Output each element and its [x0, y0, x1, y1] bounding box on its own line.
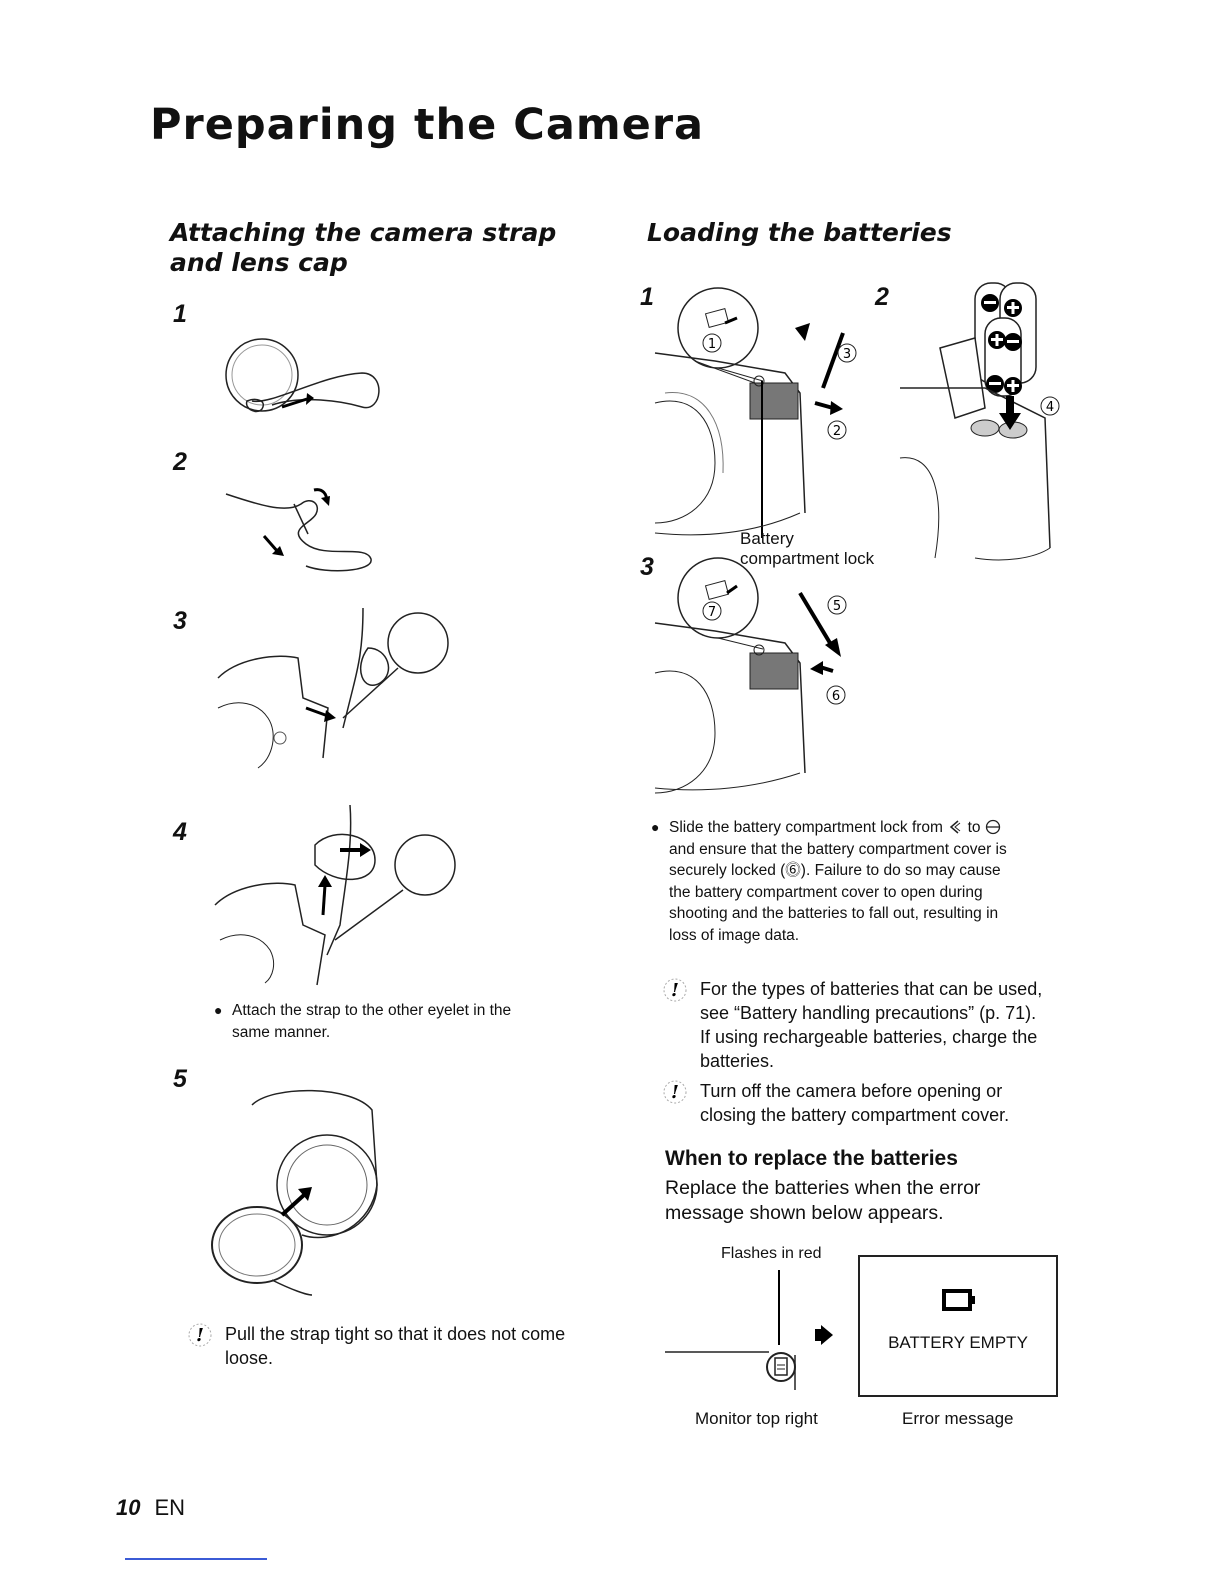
note2-line1: Turn off the camera before opening or	[700, 1081, 1003, 1101]
strap-step-1-number: 1	[173, 300, 187, 328]
svg-text:!: !	[671, 1082, 679, 1103]
strap-step-3-number: 3	[173, 607, 187, 635]
camera-strap-threaded-illustration	[214, 804, 456, 986]
battery-step-3-number: 3	[640, 553, 654, 581]
battery-insert-illustration: 4	[899, 282, 1060, 561]
page-footer: 10 EN	[116, 1495, 185, 1521]
monitor-top-right-label: Monitor top right	[695, 1409, 818, 1428]
replace-heading: When to replace the batteries	[665, 1147, 958, 1170]
monitor-battery-indicator-diagram	[665, 1270, 833, 1390]
flashes-in-red-label: Flashes in red	[721, 1245, 822, 1262]
replace-text-line1: Replace the batteries when the error	[665, 1177, 981, 1199]
circled-number-6: 6	[832, 689, 840, 704]
note1-line3: If using rechargeable batteries, charge …	[700, 1027, 1038, 1047]
note1-line1: For the types of batteries that can be u…	[700, 979, 1043, 999]
strap-note-line1: Pull the strap tight so that it does not…	[225, 1324, 566, 1344]
step4-bullet: ● Attach the strap to the other eyelet i…	[214, 1000, 512, 1043]
strap-loop-illustration	[225, 488, 372, 572]
error-message-box: BATTERY EMPTY	[858, 1255, 1058, 1397]
battery-close-illustration: 7 5 6	[654, 557, 847, 794]
battery-note-2: ! Turn off the camera before opening or …	[663, 1079, 1010, 1127]
error-message-label: Error message	[902, 1409, 1014, 1428]
arrow-right-icon	[821, 1325, 833, 1345]
svg-text:!: !	[196, 1325, 204, 1346]
battery-bullet-line5: shooting and the batteries to fall out, …	[669, 905, 999, 922]
replace-text-line2: message shown below appears.	[665, 1202, 944, 1224]
strap-note: ! Pull the strap tight so that it does n…	[188, 1322, 566, 1370]
note1-line4: batteries.	[700, 1051, 775, 1071]
circled-number-7: 7	[708, 605, 716, 620]
strap-section-heading: Attaching the camera strap and lens cap	[170, 218, 556, 278]
battery-bullet-line2: and ensure that the battery compartment …	[669, 840, 1007, 858]
bullet-dot-icon: ●	[214, 1002, 223, 1018]
replace-text: Replace the batteries when the error mes…	[665, 1176, 980, 1226]
callout-line2: compartment lock	[740, 549, 875, 568]
strap-heading-line1: Attaching the camera strap	[170, 218, 557, 247]
note2-line2: closing the battery compartment cover.	[700, 1105, 1010, 1125]
caution-icon: !	[188, 1323, 212, 1347]
strap-step-5-number: 5	[173, 1065, 187, 1093]
battery-bullet-line1: Slide the battery compartment lock from …	[669, 817, 1059, 839]
caution-icon: !	[663, 978, 687, 1002]
circled-number-1: 1	[708, 337, 716, 352]
battery-lock-callout: Battery compartment lock	[740, 529, 874, 569]
step4-bullet-line2: same manner.	[232, 1023, 331, 1041]
bullet-dot-icon: ●	[651, 819, 660, 835]
circled-number-5: 5	[833, 599, 841, 614]
circled-number-2: 2	[833, 424, 841, 439]
svg-text:!: !	[671, 980, 679, 1001]
battery-bullet-line6: loss of image data.	[669, 926, 800, 944]
footer-rule	[125, 1558, 267, 1560]
strap-note-line2: loose.	[225, 1348, 274, 1368]
battery-open-illustration: 1 3 2	[654, 287, 857, 538]
circled-number-3: 3	[843, 347, 851, 362]
strap-step-4-number: 4	[173, 818, 187, 846]
battery-section-heading: Loading the batteries	[647, 218, 952, 247]
battery-bullet-line4: the battery compartment cover to open du…	[669, 883, 983, 901]
battery-lock-bullet: ● Slide the battery compartment lock fro…	[651, 817, 1059, 946]
lens-cap-attach-illustration	[211, 1089, 378, 1296]
lock-symbol-icon	[985, 819, 1000, 835]
strap-step-2-number: 2	[173, 448, 187, 476]
battery-step-2-number: 2	[875, 283, 889, 311]
battery-bullet-line3: securely locked (⓺). Failure to do so ma…	[669, 862, 1001, 879]
battery-empty-icon	[942, 1289, 975, 1311]
language-code: EN	[154, 1495, 186, 1520]
step4-bullet-line1: Attach the strap to the other eyelet in …	[232, 1002, 512, 1019]
caution-icon: !	[663, 1080, 687, 1104]
battery-note-1: ! For the types of batteries that can be…	[663, 977, 1043, 1073]
page-title: Preparing the Camera	[150, 100, 705, 150]
battery-empty-text: BATTERY EMPTY	[888, 1333, 1028, 1352]
callout-line1: Battery	[740, 529, 794, 548]
circled-number-4: 4	[1046, 400, 1054, 415]
note1-line2: see “Battery handling precautions” (p. 7…	[700, 1003, 1037, 1023]
battery-indicator-icon	[766, 1352, 796, 1382]
camera-strap-attach-illustration	[217, 607, 449, 769]
battery-step-1-number: 1	[640, 283, 654, 311]
lens-cap-strap-illustration	[225, 338, 380, 413]
unlock-symbol-icon	[950, 820, 961, 834]
page-number: 10	[116, 1495, 141, 1520]
strap-heading-line2: and lens cap	[170, 248, 348, 277]
